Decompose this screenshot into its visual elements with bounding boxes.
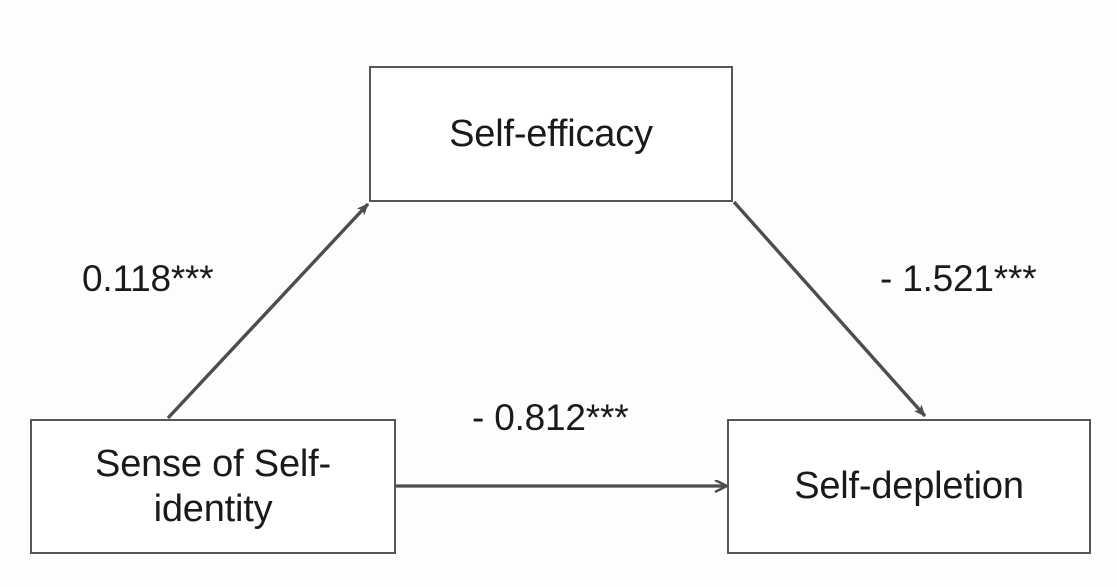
node-self-depletion-label: Self-depletion (794, 465, 1024, 508)
node-sense-of-self-identity[interactable]: Sense of Self- identity (30, 419, 396, 554)
edge-label-c-path: - 0.812*** (472, 397, 629, 438)
edge-b-path-line (732, 200, 927, 418)
edge-label-a-path: 0.118*** (82, 258, 214, 299)
node-self-depletion[interactable]: Self-depletion (727, 419, 1091, 554)
node-self-efficacy[interactable]: Self-efficacy (369, 66, 733, 202)
node-sense-of-self-identity-label: Sense of Self- identity (95, 442, 331, 530)
node-self-efficacy-label: Self-efficacy (449, 112, 653, 155)
edge-a-path-line (166, 202, 370, 420)
edge-label-b-path: - 1.521*** (880, 258, 1037, 299)
